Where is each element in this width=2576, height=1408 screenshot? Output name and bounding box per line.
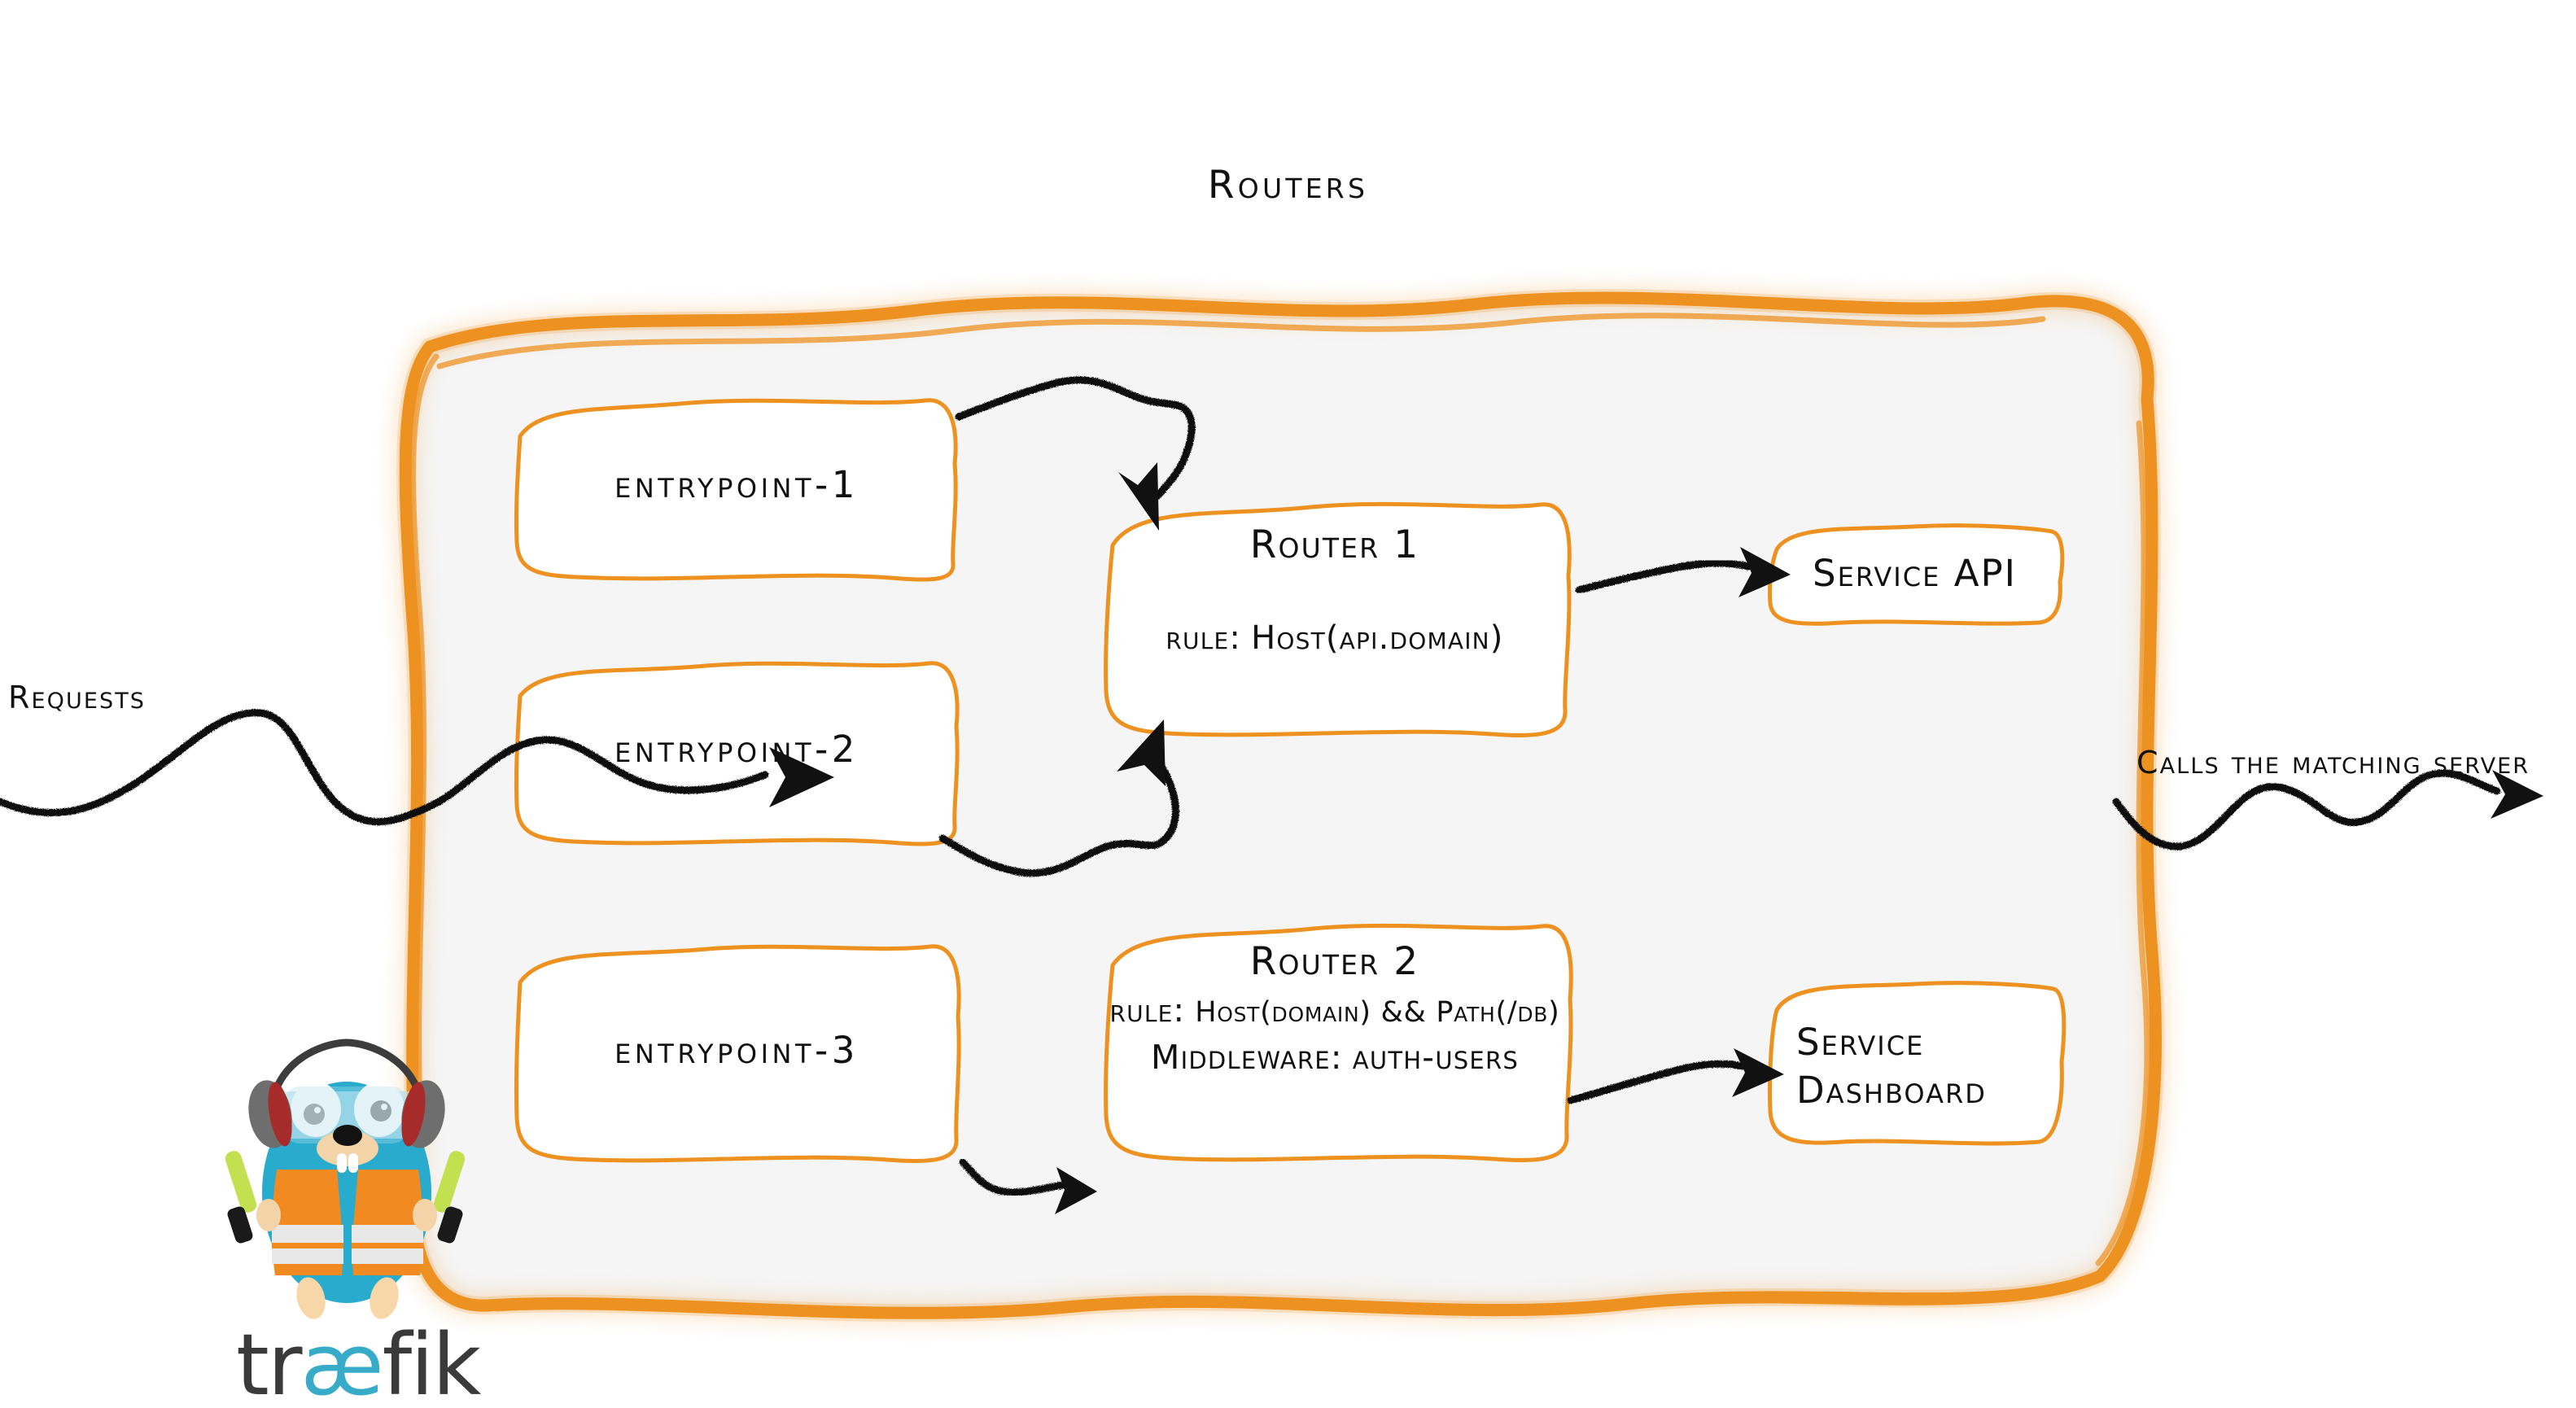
gopher-foot-left (296, 1277, 326, 1319)
marshalling-wand-right (433, 1151, 466, 1244)
requests-label: Requests (8, 680, 147, 715)
page-title: Routers (1207, 163, 1369, 208)
entrypoint-1-to-router-1-arrow (955, 376, 1196, 531)
entrypoint-2-outline (514, 661, 960, 846)
wordmark-ligature: æ (301, 1315, 383, 1408)
gopher-paw-right (413, 1199, 437, 1231)
router-2-to-service-dashboard-arrow (1567, 1048, 1784, 1104)
gopher-tooth-left (337, 1153, 347, 1173)
gopher-muzzle (317, 1130, 378, 1166)
calls-the-matching-server-arrow (2112, 769, 2543, 850)
headphone-earcup-left (248, 1080, 292, 1148)
entrypoint-3-to-router-2-arrow (959, 1158, 1097, 1214)
svg-text:træfik: træfik (236, 1315, 481, 1408)
service-dashboard-outline (1767, 981, 2066, 1146)
gopher-tooth-right (348, 1153, 358, 1173)
traefik-wordmark: træfik (236, 1315, 483, 1408)
traefik-mascot: træfik (225, 1030, 483, 1408)
requests-arrow (0, 709, 834, 826)
headphone-band (268, 1039, 426, 1112)
gopher-paw-left (256, 1199, 281, 1231)
service-api-outline (1768, 523, 2065, 626)
gopher-foot-right (370, 1277, 399, 1319)
marshalling-wand-left (225, 1151, 257, 1244)
safety-vest (272, 1170, 423, 1275)
router-1-to-service-api-arrow (1575, 547, 1791, 597)
entrypoint-2-to-router-1-arrow (938, 719, 1179, 877)
headphone-earcup-right (401, 1080, 445, 1148)
goggles-lens (285, 1087, 407, 1143)
wordmark-part1: tr (236, 1315, 303, 1408)
router-1-outline (1104, 501, 1572, 737)
entrypoint-3-outline (514, 944, 961, 1164)
traefik-gopher-illustration: træfik (225, 1039, 483, 1408)
gopher-nose (333, 1125, 362, 1146)
entrypoint-1-outline (514, 398, 958, 582)
wordmark-part2: fik (383, 1315, 482, 1408)
router-2-outline (1104, 923, 1573, 1162)
